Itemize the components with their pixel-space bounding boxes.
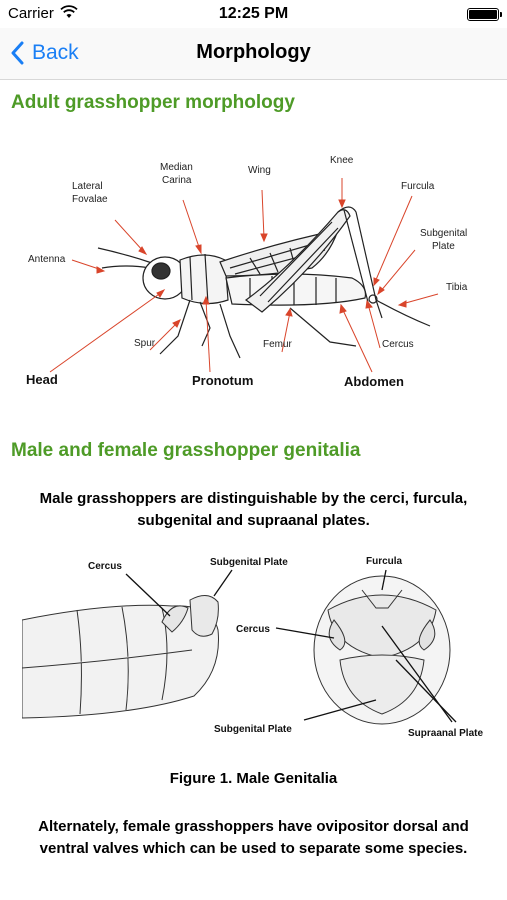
page-title: Morphology bbox=[196, 41, 311, 63]
navigation-bar: Back Morphology bbox=[0, 28, 507, 80]
figure-caption: Figure 1. Male Genitalia bbox=[169, 770, 338, 787]
label-antenna: Antenna bbox=[28, 254, 66, 265]
chevron-left-icon bbox=[11, 41, 24, 65]
wifi-icon bbox=[60, 5, 78, 18]
section-heading-adult-morphology: Adult grasshopper morphology bbox=[11, 92, 295, 113]
label-cercus-left: Cercus bbox=[88, 561, 122, 572]
label-subgenital-2: Plate bbox=[432, 241, 455, 252]
label-subgenital-plate-top: Subgenital Plate bbox=[210, 557, 288, 568]
label-supraanal-plate: Supraanal Plate bbox=[408, 728, 483, 739]
back-label: Back bbox=[32, 41, 79, 64]
back-button[interactable]: Back bbox=[10, 38, 79, 68]
label-femur: Femur bbox=[263, 339, 293, 350]
label-knee: Knee bbox=[330, 155, 354, 166]
female-paragraph: Alternately, female grasshoppers have ov… bbox=[38, 818, 469, 857]
label-median-2: Carina bbox=[162, 175, 192, 186]
section-heading-genitalia: Male and female grasshopper genitalia bbox=[11, 440, 361, 461]
label-head: Head bbox=[26, 372, 58, 387]
status-bar: Carrier 12:25 PM bbox=[0, 0, 507, 28]
battery-icon bbox=[467, 8, 502, 21]
label-median-1: Median bbox=[160, 162, 193, 173]
label-furcula: Furcula bbox=[366, 556, 403, 567]
label-wing: Wing bbox=[248, 165, 271, 176]
male-intro-paragraph: Male grasshoppers are distinguishable by… bbox=[39, 490, 468, 529]
label-furcula: Furcula bbox=[401, 181, 435, 192]
label-subgenital-1: Subgenital bbox=[420, 228, 467, 239]
label-spur: Spur bbox=[134, 338, 156, 349]
male-genitalia-figure: Cercus Subgenital Plate Furcula Cercus S… bbox=[22, 556, 483, 739]
carrier-label: Carrier bbox=[8, 5, 54, 22]
label-tibia: Tibia bbox=[446, 282, 468, 293]
label-lateral-1: Lateral bbox=[72, 181, 103, 192]
label-subgenital-plate-bottom: Subgenital Plate bbox=[214, 724, 292, 735]
label-cercus: Cercus bbox=[382, 339, 414, 350]
label-abdomen: Abdomen bbox=[344, 374, 404, 389]
label-cercus-right: Cercus bbox=[236, 624, 270, 635]
clock: 12:25 PM bbox=[218, 5, 289, 22]
grasshopper-morphology-diagram: Antenna Lateral Fovalae Median Carina Wi… bbox=[26, 155, 468, 389]
label-pronotum: Pronotum bbox=[192, 373, 253, 388]
label-lateral-2: Fovalae bbox=[72, 194, 108, 205]
content-scroll[interactable]: Adult grasshopper morphology bbox=[0, 80, 507, 900]
